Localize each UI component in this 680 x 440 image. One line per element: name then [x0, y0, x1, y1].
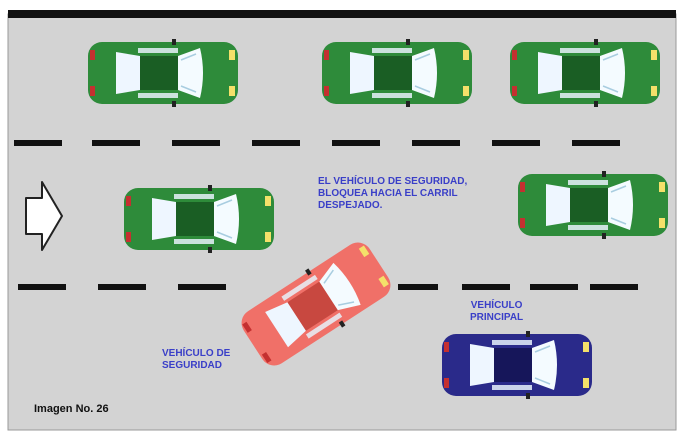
- top-border: [8, 10, 676, 18]
- label-security-line-2: SEGURIDAD: [162, 360, 230, 372]
- image-caption: Imagen No. 26: [34, 403, 109, 415]
- green-car-5: [518, 171, 668, 239]
- green-car-4: [124, 185, 274, 253]
- label-security-line-1: VEHÍCULO DE: [162, 348, 230, 360]
- green-car-1: [88, 39, 238, 107]
- label-principal-line-2: PRINCIPAL: [470, 312, 523, 324]
- annotation-main-line-2: BLOQUEA HACIA EL CARRIL: [318, 188, 467, 200]
- green-car-3: [510, 39, 660, 107]
- label-security: VEHÍCULO DE SEGURIDAD: [162, 348, 230, 372]
- principal-vehicle: [442, 331, 592, 399]
- annotation-main: EL VEHÍCULO DE SEGURIDAD, BLOQUEA HACIA …: [318, 176, 467, 212]
- label-principal: VEHÍCULO PRINCIPAL: [470, 300, 523, 324]
- annotation-main-line-1: EL VEHÍCULO DE SEGURIDAD,: [318, 176, 467, 188]
- green-car-2: [322, 39, 472, 107]
- label-principal-line-1: VEHÍCULO: [470, 300, 523, 312]
- annotation-main-line-3: DESPEJADO.: [318, 200, 467, 212]
